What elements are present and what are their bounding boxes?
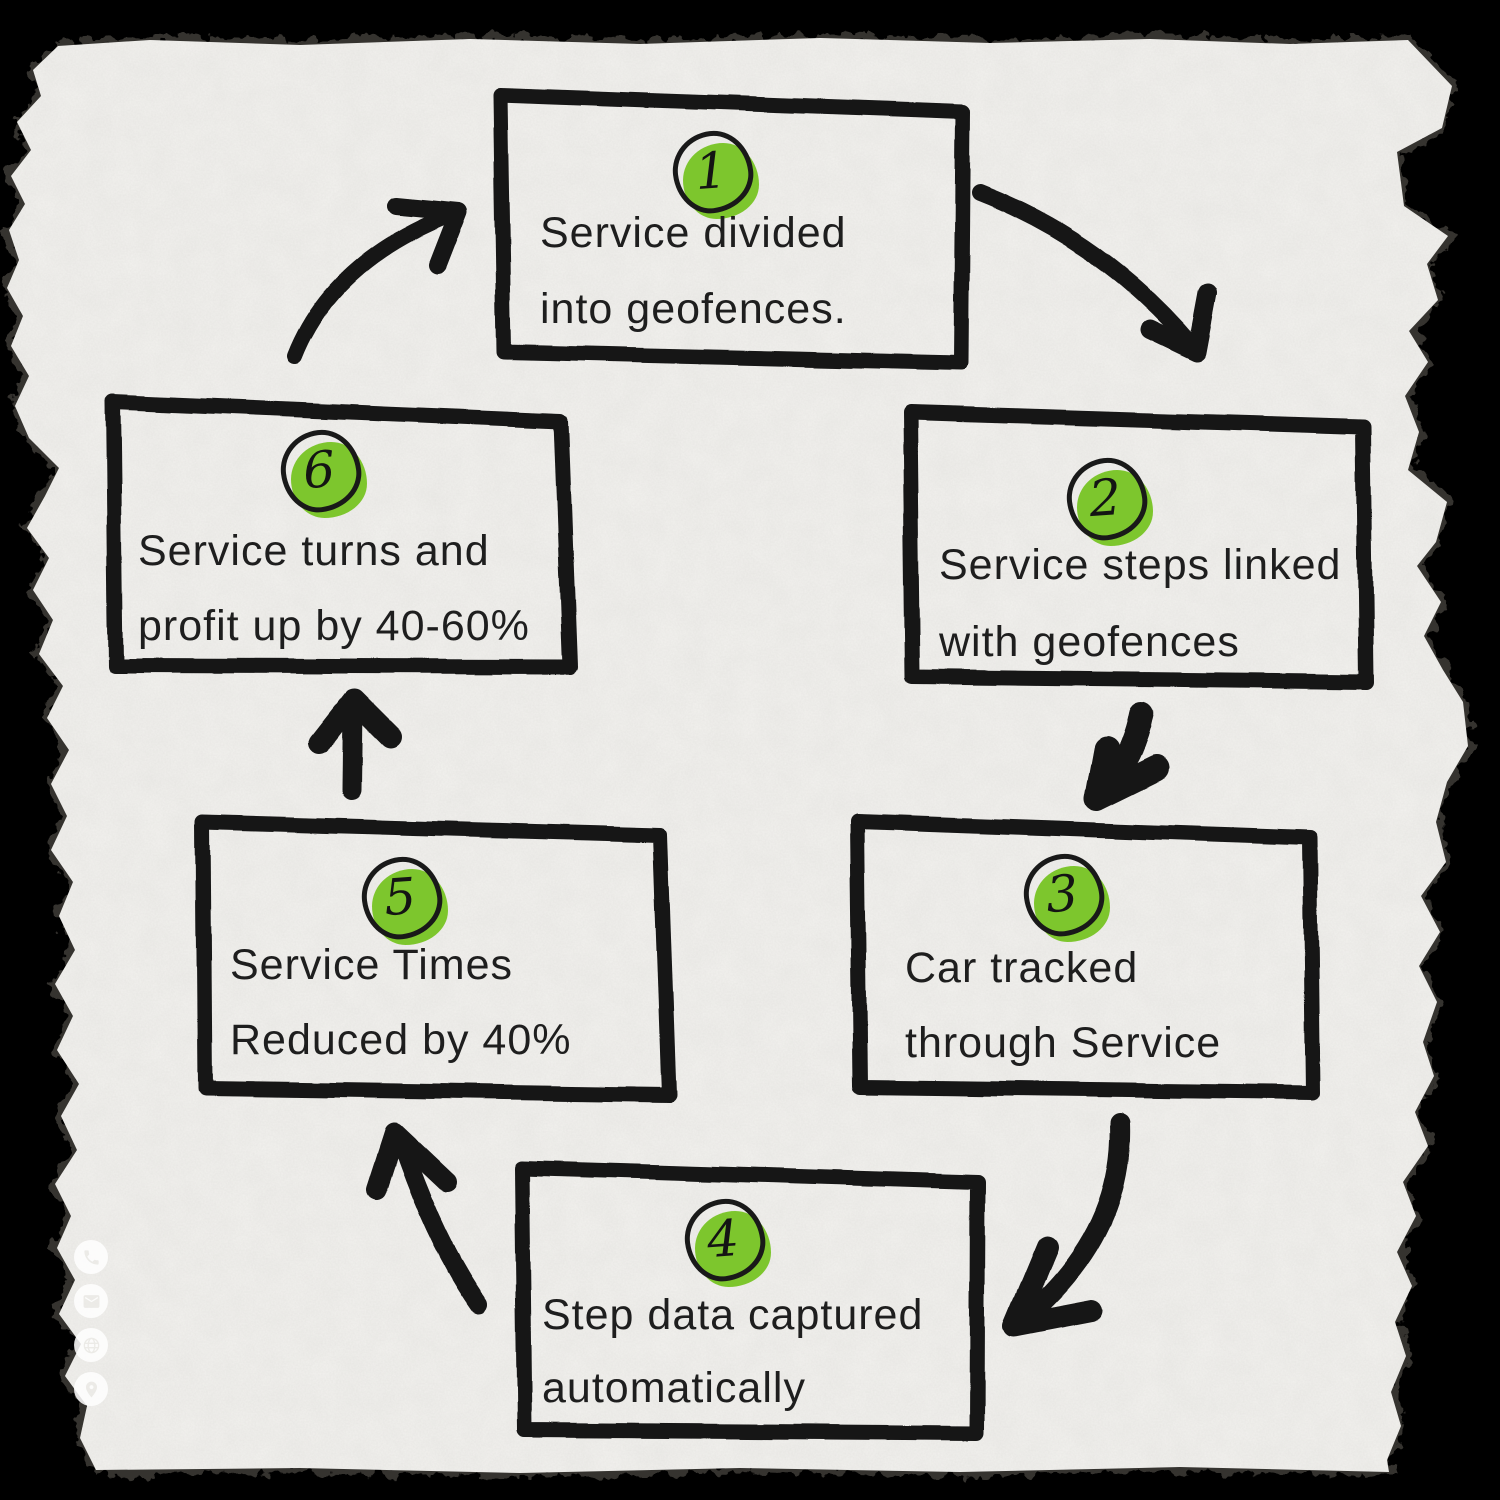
step-4-line-1: Step data captured [542,1291,924,1339]
arrow-5-to-6 [309,689,401,800]
step-badge-5: 5 [357,852,450,945]
step-4-line-2: automatically [542,1364,806,1412]
badge-green-blob [683,143,759,219]
step-2-line-1: Service steps linked [939,541,1342,589]
badge-green-blob [1077,470,1153,546]
arrow-2-to-3 [1084,701,1169,811]
step-5-line-2: Reduced by 40% [230,1016,572,1064]
email-icon [74,1284,108,1318]
step-2-line-2: with geofences [939,618,1240,666]
globe-icon [74,1328,108,1362]
arrow-3-to-4 [1003,1114,1131,1337]
step-6-line-1: Service turns and [138,527,490,575]
step-number-6: 6 [301,439,337,501]
step-number-3: 3 [1044,863,1080,925]
location-pin-icon [74,1372,108,1406]
step-badge-3: 3 [1019,849,1112,942]
phone-icon [74,1240,108,1274]
step-3-line-2: through Service [905,1019,1222,1067]
step-3-line-1: Car tracked [905,944,1139,992]
step-number-5: 5 [382,866,418,928]
step-box-outline-6 [105,394,578,675]
step-number-1: 1 [693,140,729,202]
step-box-outline-1 [492,87,971,371]
step-box-outline-3 [849,814,1321,1101]
step-1-line-1: Service divided [540,209,847,257]
step-number-4: 4 [705,1208,741,1270]
step-badge-2: 2 [1062,453,1155,546]
step-badge-1: 1 [668,126,761,219]
arrow-6-to-1 [287,197,468,364]
step-badge-6: 6 [276,425,369,518]
arrow-4-to-5 [366,1122,488,1314]
step-6-line-2: profit up by 40-60% [138,602,530,650]
step-1-line-2: into geofences. [540,285,847,333]
step-box-outline-5 [195,814,677,1103]
badge-green-blob [1034,866,1110,942]
step-badge-4: 4 [680,1194,773,1287]
step-box-outline-2 [902,405,1374,690]
step-box-outline-4 [514,1160,986,1441]
badge-green-blob [372,869,448,945]
step-5-line-1: Service Times [230,941,514,989]
step-number-2: 2 [1087,467,1123,529]
arrow-1-to-2 [971,184,1218,362]
badge-green-blob [291,442,367,518]
contact-icon-column [74,1240,108,1406]
badge-green-blob [695,1211,771,1287]
